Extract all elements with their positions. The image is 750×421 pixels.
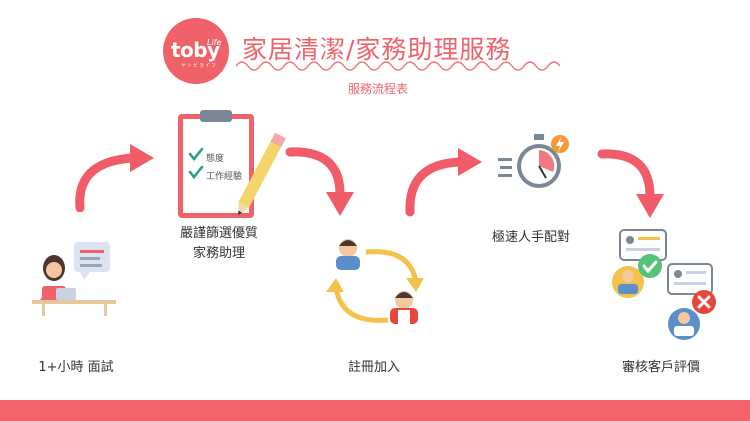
step-screening-label-line2: 家務助理 [192,246,245,261]
clipboard-check-2-label: 工作經驗 [206,172,243,182]
clipboard-icon [178,110,286,218]
logo-text: toby [171,38,220,62]
page-subtitle: 服務流程表 [348,82,409,96]
step-matching-label: 極速人手配對 [491,230,570,245]
logo-superscript: Life [207,38,222,47]
arrow-1-icon [75,144,154,212]
arrow-2-icon [285,147,354,216]
step-register-label: 註冊加入 [347,360,400,375]
logo: toby Life ヤトビライフ [163,18,229,84]
logo-subtext: ヤトビライフ [181,63,218,69]
registration-cycle-icon [326,239,424,324]
arrow-3-icon [405,148,482,217]
step-review-label: 審核客戶評價 [621,360,700,375]
stopwatch-icon [498,134,569,188]
customer-review-icon [612,229,716,340]
arrow-4-icon [597,149,664,218]
step-interview-label: 1+小時 面試 [38,360,114,375]
bottom-bar [0,400,750,421]
decorative-wave-underline [235,61,561,71]
clipboard-check-1-label: 態度 [206,154,225,164]
page-title: 家居清潔/家務助理服務 [242,35,512,64]
step-screening-label-line1: 嚴謹篩選優質 [179,226,258,241]
interview-person-icon [32,242,116,316]
